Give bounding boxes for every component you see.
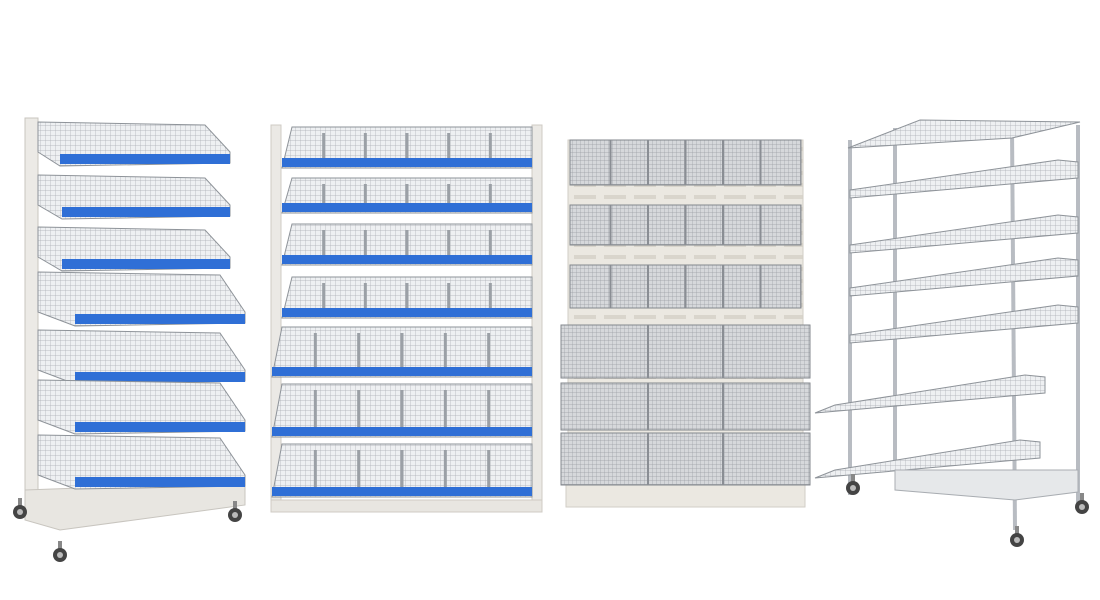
blue-label-strip (75, 422, 245, 432)
wire-bin (560, 432, 811, 486)
wire-basket (849, 214, 1079, 254)
blue-label-strip (282, 158, 532, 167)
caster-stem (1080, 493, 1084, 503)
blue-label-strip (62, 259, 230, 269)
blue-label-strip (75, 372, 245, 382)
caster-hub (232, 512, 238, 518)
wire-basket (814, 439, 1041, 479)
top-wire-shelf (847, 119, 1081, 149)
caster-stem (1015, 526, 1019, 536)
upright-right (531, 124, 543, 511)
caster-hub (1079, 504, 1085, 510)
shelving-unit-3 (560, 139, 811, 508)
wire-basket (849, 257, 1079, 297)
wire-basket (814, 374, 1046, 414)
wire-bin (560, 382, 811, 431)
base-plinth (565, 484, 806, 508)
base (24, 481, 246, 531)
shelving-unit-1 (13, 117, 246, 562)
caster-hub (17, 509, 23, 515)
upright (24, 117, 39, 499)
caster-hub (57, 552, 63, 558)
caster-stem (233, 501, 237, 511)
blue-label-strip (282, 255, 532, 264)
caster-hub (1014, 537, 1020, 543)
wire-basket (849, 159, 1079, 199)
blue-label-strip (272, 427, 532, 436)
caster-stem (851, 474, 855, 484)
blue-label-strip (60, 154, 230, 164)
blue-label-strip (272, 487, 532, 496)
wire-bin (560, 324, 811, 379)
upright-left (270, 124, 282, 511)
caster-stem (58, 541, 62, 551)
blue-label-strip (272, 367, 532, 376)
caster-hub (850, 485, 856, 491)
caster-stem (18, 498, 22, 508)
blue-label-strip (62, 207, 230, 217)
blue-label-strip (75, 314, 245, 324)
shelving-unit-2 (270, 124, 543, 513)
base (270, 499, 543, 513)
blue-label-strip (282, 308, 532, 317)
shelving-unit-4 (814, 119, 1089, 547)
blue-label-strip (75, 477, 245, 487)
blue-label-strip (282, 203, 532, 212)
bottom-shelf (894, 469, 1079, 501)
wire-basket (849, 304, 1079, 344)
